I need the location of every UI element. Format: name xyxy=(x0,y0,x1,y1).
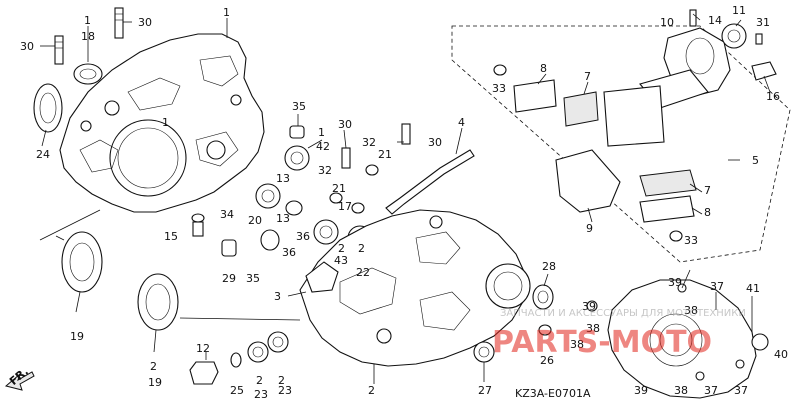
callout-l27: 2 xyxy=(358,242,365,255)
callout-l31: 3 xyxy=(274,290,281,303)
callout-l67: 9 xyxy=(586,222,593,235)
callout-l13: 30 xyxy=(428,136,442,149)
callout-l15: 13 xyxy=(276,172,290,185)
callout-l53: 40 xyxy=(774,348,788,361)
callout-l52: 38 xyxy=(684,304,698,317)
callout-l21: 15 xyxy=(164,230,178,243)
callout-l22: 36 xyxy=(296,230,310,243)
callout-l47: 38 xyxy=(570,338,584,351)
callout-l48: 39 xyxy=(582,300,596,313)
diagram-code: KZ3A-E0701A xyxy=(515,387,591,400)
callout-l38: 2 xyxy=(256,374,263,387)
reed-valve-assembly xyxy=(451,9,791,263)
callout-l23: 17 xyxy=(338,200,352,213)
callout-l37: 25 xyxy=(230,384,244,397)
left-crankcase-half xyxy=(59,33,265,213)
watermark-brand: PARTS-MOTO xyxy=(492,325,712,360)
callout-l6: 24 xyxy=(36,148,50,161)
callout-l4: 18 xyxy=(81,30,95,43)
callout-l69: 8 xyxy=(704,206,711,219)
callout-l50: 37 xyxy=(710,280,724,293)
callout-l56: 37 xyxy=(704,384,718,397)
callout-l36: 12 xyxy=(196,342,210,355)
callout-l54: 39 xyxy=(634,384,648,397)
callout-l30: 29 xyxy=(222,272,236,285)
callout-l8: 1 xyxy=(318,126,325,139)
callout-l16: 32 xyxy=(318,164,332,177)
callout-l46: 38 xyxy=(586,322,600,335)
callout-l5: 30 xyxy=(138,16,152,29)
callout-l68: 7 xyxy=(704,184,711,197)
callout-l45: 26 xyxy=(540,354,554,367)
callout-l40: 2 xyxy=(278,374,285,387)
leader-lines xyxy=(39,13,771,384)
callout-l1: 1 xyxy=(223,6,230,19)
callout-l57: 37 xyxy=(734,384,748,397)
callout-l51: 41 xyxy=(746,282,760,295)
callout-l10: 30 xyxy=(338,118,352,131)
callout-l59: 14 xyxy=(708,14,722,27)
front-direction-arrow xyxy=(4,371,35,391)
watermark: ЗАПЧАСТИ И АКСЕССУАРЫ ДЛЯ МОТОТЕХНИКИ PA… xyxy=(492,308,746,360)
callout-l20: 13 xyxy=(276,212,290,225)
callout-l70: 33 xyxy=(684,234,698,247)
bottom-small-parts xyxy=(189,284,554,385)
callout-l18: 34 xyxy=(220,208,234,221)
callout-l24: 2 xyxy=(338,242,345,255)
callout-l2: 30 xyxy=(20,40,34,53)
callout-l41: 23 xyxy=(278,384,292,397)
callout-l63: 8 xyxy=(540,62,547,75)
left-small-parts xyxy=(33,7,179,331)
callout-l64: 7 xyxy=(584,70,591,83)
callout-l14: 4 xyxy=(458,116,465,129)
callout-l34: 2 xyxy=(150,360,157,373)
callout-l43: 27 xyxy=(478,384,492,397)
callout-l26: 43 xyxy=(334,254,348,267)
callout-l32: 1 xyxy=(162,116,169,129)
callout-l7: 35 xyxy=(292,100,306,113)
callout-l65: 16 xyxy=(766,90,780,103)
callout-l19: 20 xyxy=(248,214,262,227)
callout-l39: 23 xyxy=(254,388,268,400)
callout-l28: 22 xyxy=(356,266,370,279)
callout-l33: 19 xyxy=(70,330,84,343)
callout-l42: 2 xyxy=(368,384,375,397)
callout-l66: 5 xyxy=(752,154,759,167)
callout-l11: 32 xyxy=(362,136,376,149)
callout-l25: 36 xyxy=(282,246,296,259)
callout-l3: 1 xyxy=(84,14,91,27)
callout-l17: 21 xyxy=(332,182,346,195)
callout-l58: 10 xyxy=(660,16,674,29)
right-crankcase-half xyxy=(299,209,531,367)
callout-l29: 35 xyxy=(246,272,260,285)
callout-l62: 33 xyxy=(492,82,506,95)
callout-l61: 31 xyxy=(756,16,770,29)
callout-l35: 19 xyxy=(148,376,162,389)
watermark-tagline: ЗАПЧАСТИ И АКСЕССУАРЫ ДЛЯ МОТОТЕХНИКИ xyxy=(500,308,746,319)
callout-l9: 42 xyxy=(316,140,330,153)
right-side-cover xyxy=(586,279,769,399)
callout-l44: 28 xyxy=(542,260,556,273)
callout-l12: 21 xyxy=(378,148,392,161)
callout-l60: 11 xyxy=(732,4,746,17)
callout-l55: 38 xyxy=(674,384,688,397)
callout-l49: 39 xyxy=(668,276,682,289)
